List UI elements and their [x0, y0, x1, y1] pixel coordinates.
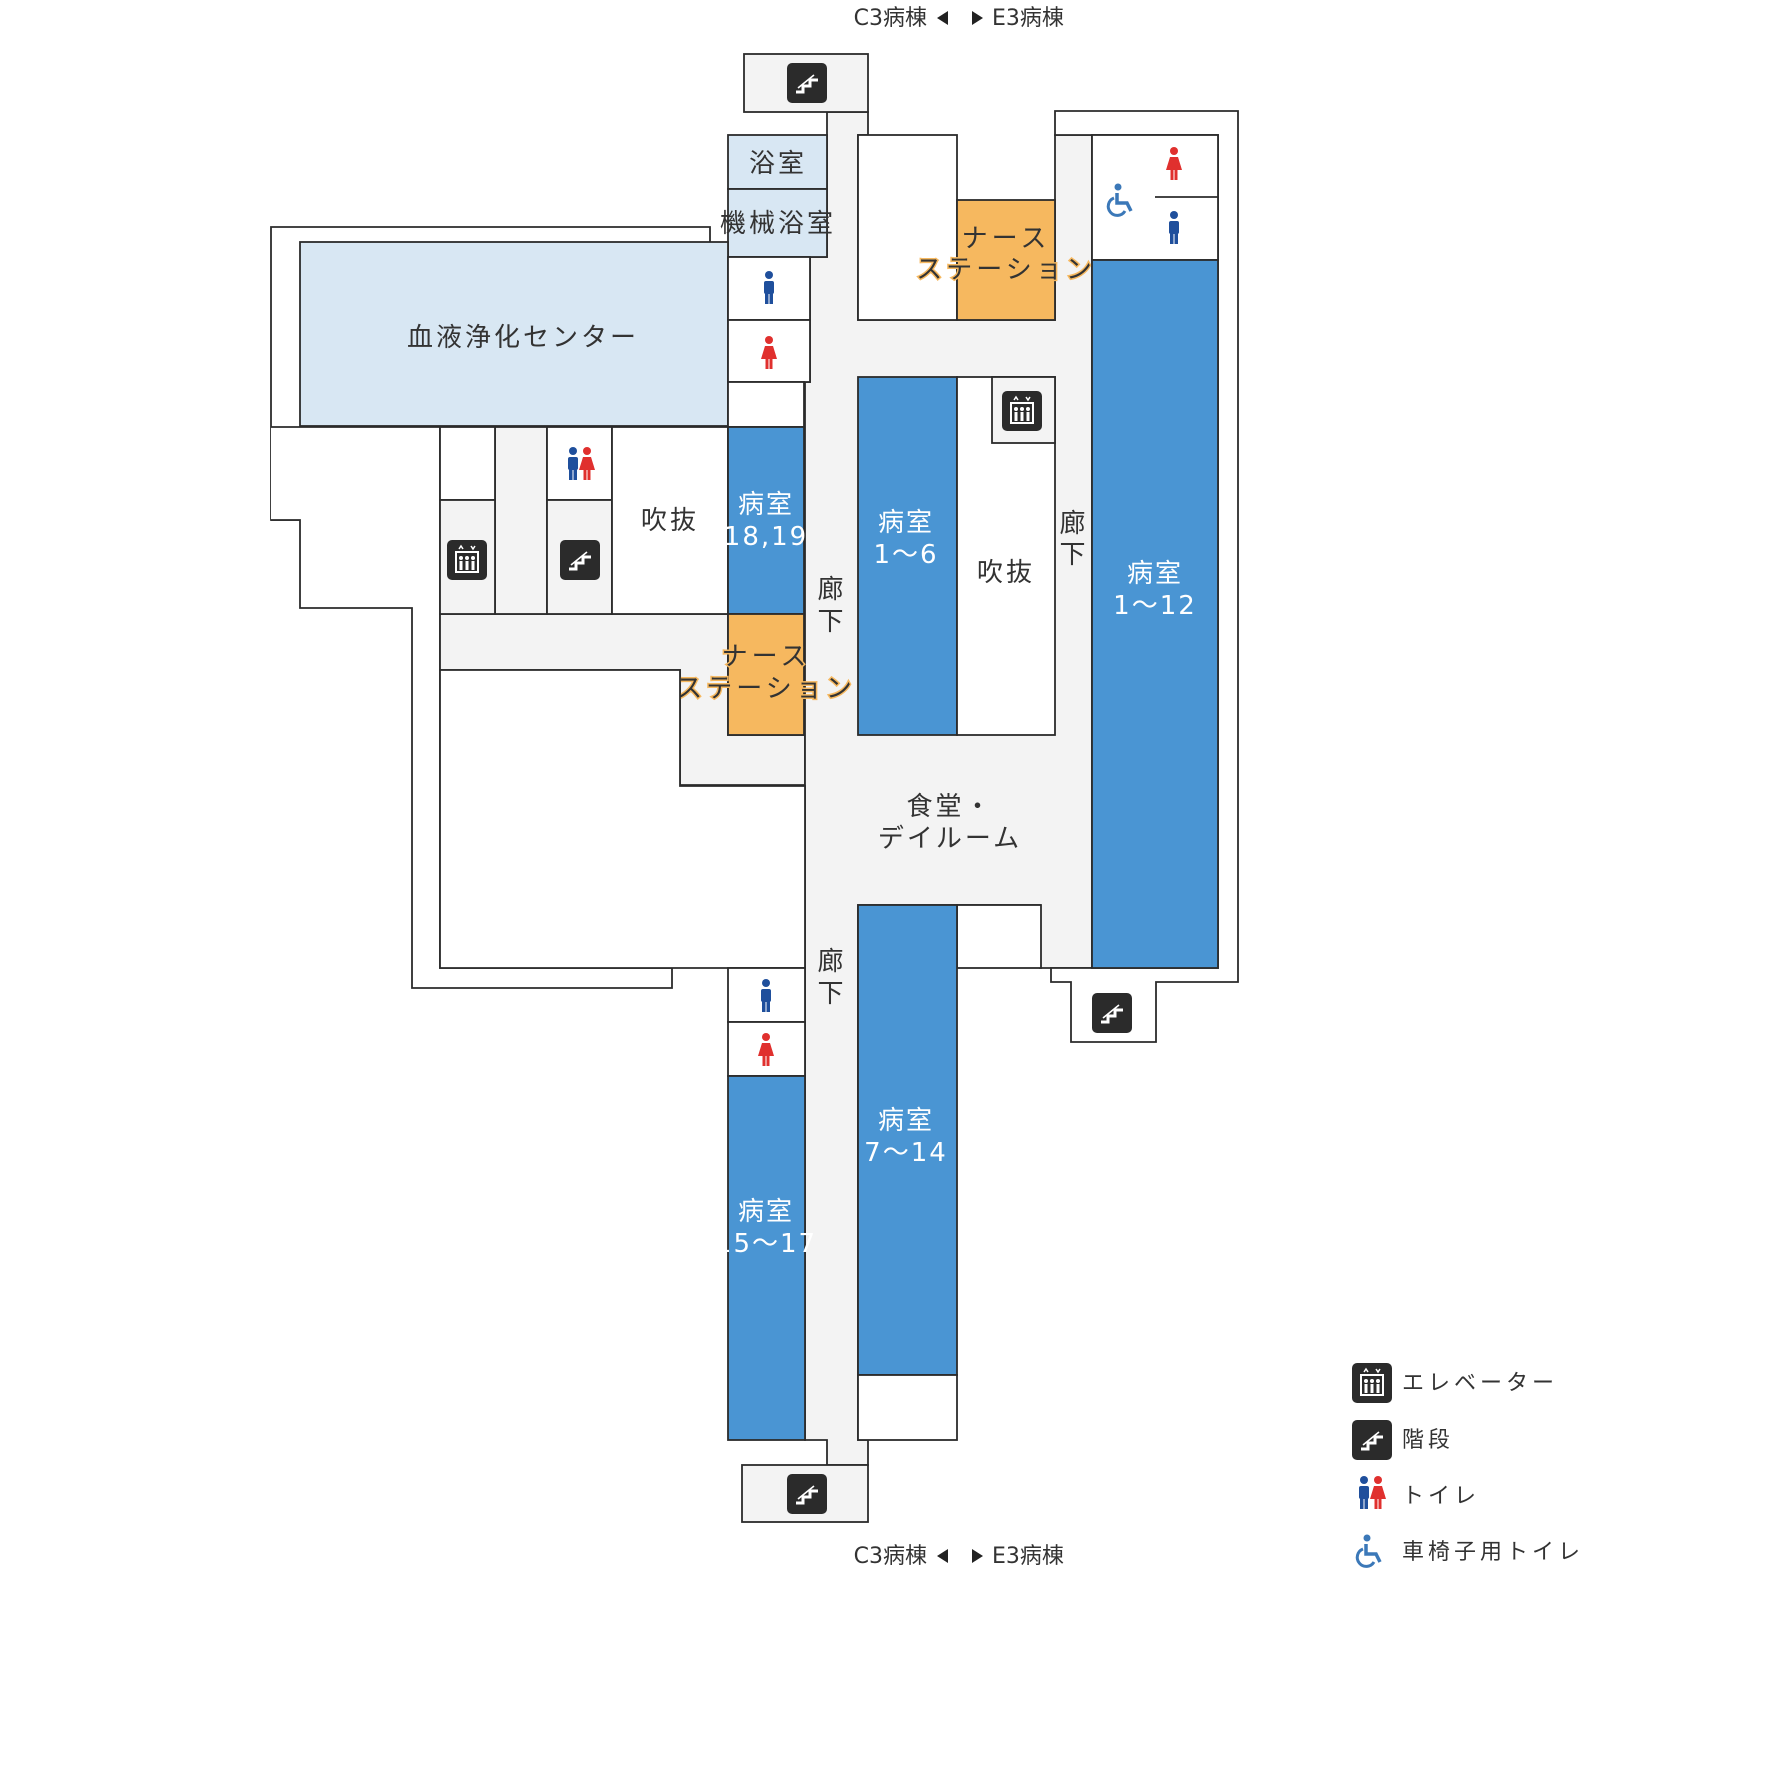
lower-right-room	[956, 904, 1042, 969]
legend-elevator: エレベーター	[1402, 1371, 1558, 1396]
direction-bottom-right: E3病棟	[992, 1544, 1064, 1569]
elevator-icon	[446, 539, 488, 581]
direction-top-left: C3病棟	[854, 6, 927, 31]
legend-stairs: 階段	[1402, 1428, 1454, 1453]
atrium-right-label: 吹抜	[977, 558, 1035, 588]
legend-toilet: トイレ	[1402, 1484, 1480, 1509]
nurse-station-top	[956, 199, 1056, 321]
patient-room-1-12	[1091, 259, 1219, 969]
blood-center-label: 血液浄化センター	[407, 323, 639, 353]
nurse-station-mid-line1: ナース	[722, 642, 811, 672]
room-15-17-name: 病室	[738, 1197, 794, 1227]
stairs-icon	[1090, 991, 1134, 1035]
blood-center-room	[299, 241, 729, 427]
patient-room-15-17	[727, 1075, 806, 1441]
atrium-left-label: 吹抜	[641, 506, 699, 536]
stairs-icon	[558, 538, 602, 582]
nurse-station-mid-line2: ステーション	[676, 674, 855, 704]
room-7-14-numbers: 7〜14	[864, 1138, 948, 1168]
room-1-6-name: 病室	[878, 508, 934, 538]
direction-bottom-left: C3病棟	[854, 1544, 927, 1569]
patient-room-7-14	[857, 904, 958, 1376]
corridor-right-line2: 下	[1059, 540, 1088, 570]
corridor-mid-line2: 下	[817, 607, 846, 637]
top-white-room	[857, 134, 958, 321]
legend: エレベーター 階段 トイレ 車椅子用トイレ	[1350, 1362, 1584, 1569]
corridor-mid-line1: 廊	[817, 575, 846, 605]
nurse-station-top-line2: ステーション	[916, 255, 1095, 285]
female-toilet-icon	[1370, 1476, 1386, 1509]
lower-white-room	[857, 1374, 958, 1441]
corridor-low-line2: 下	[817, 979, 846, 1009]
stairs-icon	[785, 1472, 829, 1516]
bath-label: 浴室	[749, 149, 807, 179]
direction-top: C3病棟 E3病棟	[854, 6, 1064, 31]
stairs-icon	[785, 61, 829, 105]
lower-left-room	[439, 669, 806, 969]
room-15-17-numbers: 15〜17	[715, 1229, 817, 1259]
patient-room-18-19	[727, 426, 805, 615]
small-room	[727, 381, 805, 428]
left-small-room	[439, 426, 496, 501]
dining-line1: 食堂・	[906, 792, 993, 822]
elevator-icon	[1001, 390, 1043, 432]
direction-top-right: E3病棟	[992, 6, 1064, 31]
machine-bath-label: 機械浴室	[720, 209, 836, 239]
nurse-station-mid	[727, 613, 805, 736]
wheelchair-icon	[1355, 1532, 1382, 1569]
atrium-left	[611, 426, 729, 615]
legend-wheelchair-toilet: 車椅子用トイレ	[1402, 1540, 1584, 1565]
corridor-right-line1: 廊	[1059, 509, 1088, 539]
elevator-icon	[1351, 1362, 1393, 1404]
corridor-low-line1: 廊	[817, 947, 846, 977]
left-corridor-strip	[494, 426, 548, 615]
room-1-6-numbers: 1〜6	[873, 540, 938, 570]
patient-room-1-6	[857, 376, 958, 736]
room-1-12-name: 病室	[1127, 559, 1183, 589]
room-1-12-numbers: 1〜12	[1113, 591, 1197, 621]
room-7-14-name: 病室	[878, 1106, 934, 1136]
toilet-both-room	[546, 426, 613, 501]
direction-bottom: C3病棟 E3病棟	[854, 1544, 1064, 1569]
stairs-icon	[1350, 1418, 1394, 1462]
room-18-19-name: 病室	[738, 490, 794, 520]
male-toilet-icon	[1359, 1476, 1369, 1509]
dining-line2: デイルーム	[878, 824, 1022, 854]
nurse-station-top-line1: ナース	[962, 224, 1051, 254]
room-18-19-numbers: 18,19	[724, 522, 808, 552]
